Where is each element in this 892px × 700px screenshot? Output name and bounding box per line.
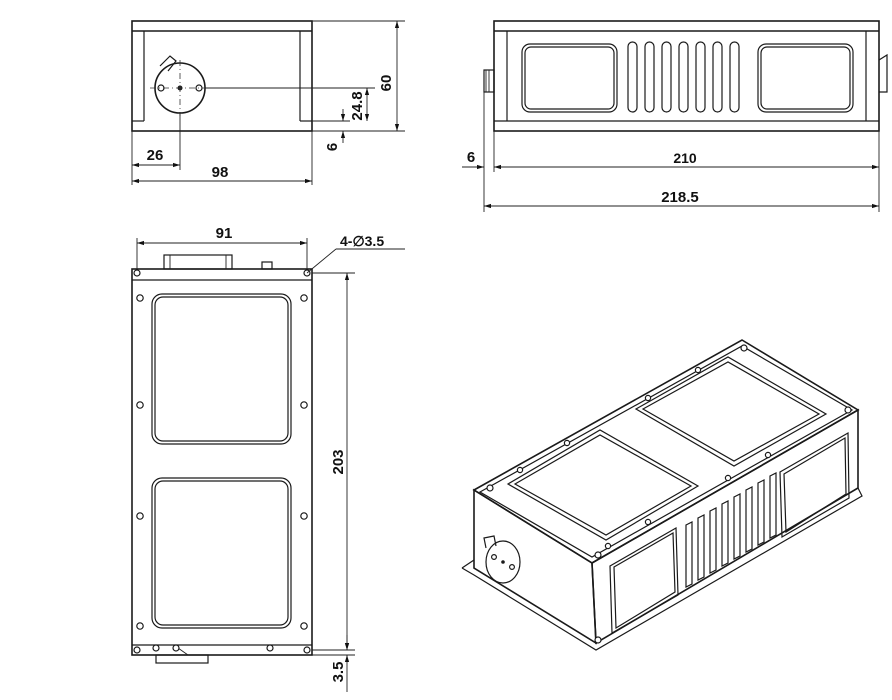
isometric-view xyxy=(461,339,863,651)
dim-top-bottom-offset: 3.5 xyxy=(330,662,347,683)
iso-connector xyxy=(483,535,521,584)
dim-front-offset-height: 24.8 xyxy=(349,91,366,120)
dim-side-total-length: 218.5 xyxy=(661,189,699,206)
top-mounting-holes xyxy=(133,269,311,654)
front-dimensions xyxy=(131,20,405,185)
dim-side-left-step: 6 xyxy=(467,149,475,166)
dim-front-left-offset: 26 xyxy=(147,147,164,164)
side-view: 6 210 218.5 xyxy=(462,20,888,212)
dim-top-length: 203 xyxy=(330,449,347,474)
dim-front-width: 98 xyxy=(212,164,229,181)
front-view: 60 24.8 6 26 98 xyxy=(131,20,405,185)
top-dimensions xyxy=(136,238,405,692)
dim-side-body-length: 210 xyxy=(673,150,697,166)
dim-top-width: 91 xyxy=(216,225,233,242)
iso-vent-slots xyxy=(685,472,777,588)
side-vent-slots xyxy=(627,41,740,113)
top-view: 91 4-∅3.5 203 3.5 xyxy=(131,225,405,692)
dim-top-holes: 4-∅3.5 xyxy=(340,233,384,249)
front-connector xyxy=(150,55,212,116)
side-dimensions xyxy=(462,92,880,212)
iso-holes xyxy=(486,344,852,644)
dim-front-base: 6 xyxy=(324,143,341,151)
dim-front-height: 60 xyxy=(378,75,395,92)
